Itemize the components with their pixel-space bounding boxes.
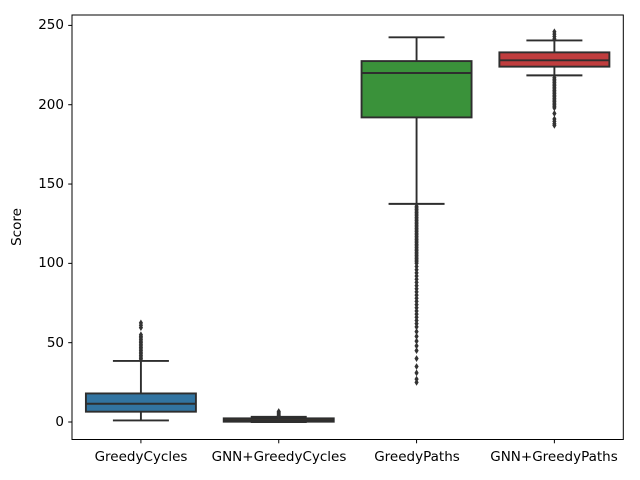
x-tick-label: GreedyPaths — [374, 449, 460, 465]
y-tick-label: 50 — [46, 335, 64, 351]
x-tick-label: GreedyCycles — [94, 449, 188, 465]
x-tick-label: GNN+GreedyCycles — [211, 449, 347, 465]
y-tick-label: 100 — [38, 255, 64, 271]
y-tick-label: 200 — [38, 97, 64, 113]
y-tick-label: 250 — [38, 17, 64, 33]
y-axis-label: Score — [9, 208, 25, 246]
y-tick-label: 0 — [55, 414, 64, 430]
y-tick-label: 150 — [38, 176, 64, 192]
x-tick-label: GNN+GreedyPaths — [490, 449, 618, 465]
